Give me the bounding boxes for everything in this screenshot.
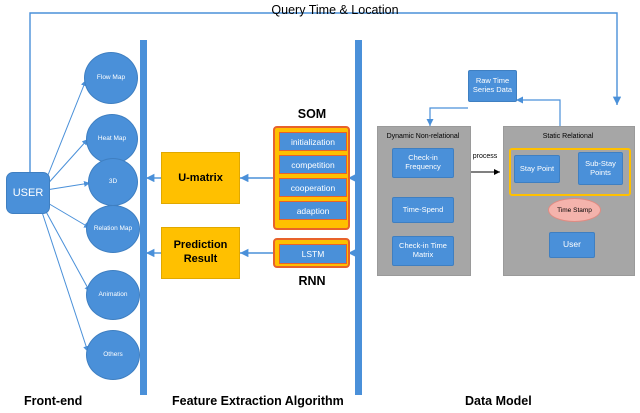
checkin-frequency-box[interactable]: Check-in Frequency [392,148,454,178]
frontend-item-others[interactable]: Others [86,330,140,380]
stay-point-group-outline [509,148,631,196]
time-stamp-ellipse[interactable]: Time Stamp [548,198,601,222]
rnn-group: LSTM [273,238,350,268]
stay-point-box[interactable]: Stay Point [514,155,560,183]
som-step-adaption[interactable]: adaption [279,201,347,220]
separator-bar-frontend [140,40,147,395]
checkin-time-matrix-box[interactable]: Check-in Time Matrix [392,236,454,266]
som-title: SOM [297,107,327,121]
user-entity-box[interactable]: User [549,232,595,258]
section-label-feature-extraction: Feature Extraction Algorithm [172,394,344,408]
som-step-competition[interactable]: competition [279,155,347,174]
process-label: process [472,152,498,160]
section-label-data-model: Data Model [465,394,532,408]
som-step-cooperation[interactable]: cooperation [279,178,347,197]
dynamic-nonrelational-title: Dynamic Non-relational [386,132,460,140]
separator-bar-features [355,40,362,395]
static-relational-title: Static Relational [542,132,594,140]
section-label-frontend: Front-end [24,394,83,408]
som-group: initialization competition cooperation a… [273,126,350,230]
frontend-item-flow-map[interactable]: Flow Map [84,52,138,104]
frontend-item-heat-map[interactable]: Heat Map [86,114,138,164]
raw-time-series-data-box[interactable]: Raw Time Series Data [468,70,517,102]
rnn-step-lstm[interactable]: LSTM [279,244,347,264]
user-box[interactable]: USER [6,172,50,214]
frontend-item-3d[interactable]: 3D [88,158,138,206]
som-step-initialization[interactable]: initialization [279,132,347,151]
query-time-location-label: Query Time & Location [271,3,399,17]
time-spend-box[interactable]: Time-Spend [392,197,454,223]
frontend-item-relation-map[interactable]: Relation Map [86,205,140,253]
u-matrix-box[interactable]: U-matrix [161,152,240,204]
frontend-item-animation[interactable]: Animation [86,270,140,320]
rnn-title: RNN [298,274,326,288]
prediction-result-box[interactable]: Prediction Result [161,227,240,279]
sub-stay-points-box[interactable]: Sub-Stay Points [578,152,623,185]
